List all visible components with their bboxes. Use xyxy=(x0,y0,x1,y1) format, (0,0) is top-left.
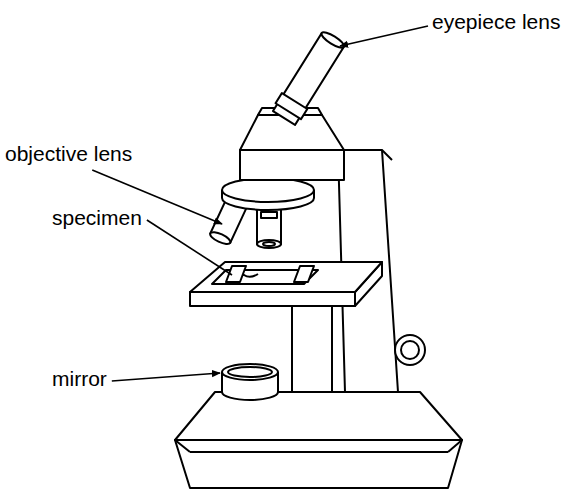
leader-line xyxy=(147,220,232,275)
base xyxy=(175,440,462,488)
microscope-illustration xyxy=(175,29,462,488)
eyepiece-tube xyxy=(271,29,347,126)
leader-lines xyxy=(92,26,428,381)
stage-support xyxy=(292,300,332,392)
part-label: specimen xyxy=(52,206,142,229)
specimen-slide xyxy=(294,266,314,282)
specimen-slide xyxy=(212,266,318,284)
stage-support xyxy=(292,300,332,392)
objective-lens xyxy=(263,242,275,246)
nosepiece xyxy=(222,178,314,202)
objective-lens xyxy=(261,212,277,218)
objective-lens xyxy=(209,230,232,247)
leader-line xyxy=(340,26,428,46)
focus-knob xyxy=(395,335,425,365)
eyepiece-tube xyxy=(320,30,346,51)
base xyxy=(175,440,190,452)
leader-line xyxy=(112,373,220,381)
objective-lens xyxy=(257,240,281,248)
eyepiece-tube xyxy=(276,93,308,119)
mirror xyxy=(228,367,272,377)
base xyxy=(448,440,462,452)
focus-knob xyxy=(401,341,419,359)
mirror xyxy=(222,364,278,400)
head xyxy=(240,150,344,180)
part-label: objective lens xyxy=(5,142,132,165)
nosepiece xyxy=(222,178,314,210)
base xyxy=(190,451,448,453)
stage xyxy=(190,262,382,306)
mirror xyxy=(222,364,278,380)
base xyxy=(175,392,462,440)
part-label: eyepiece lens xyxy=(432,10,560,33)
base xyxy=(175,392,462,488)
eyepiece-tube xyxy=(273,33,344,125)
arm xyxy=(382,150,392,160)
stage xyxy=(190,292,355,306)
part-label: mirror xyxy=(52,367,107,390)
focus-knob xyxy=(395,335,425,365)
